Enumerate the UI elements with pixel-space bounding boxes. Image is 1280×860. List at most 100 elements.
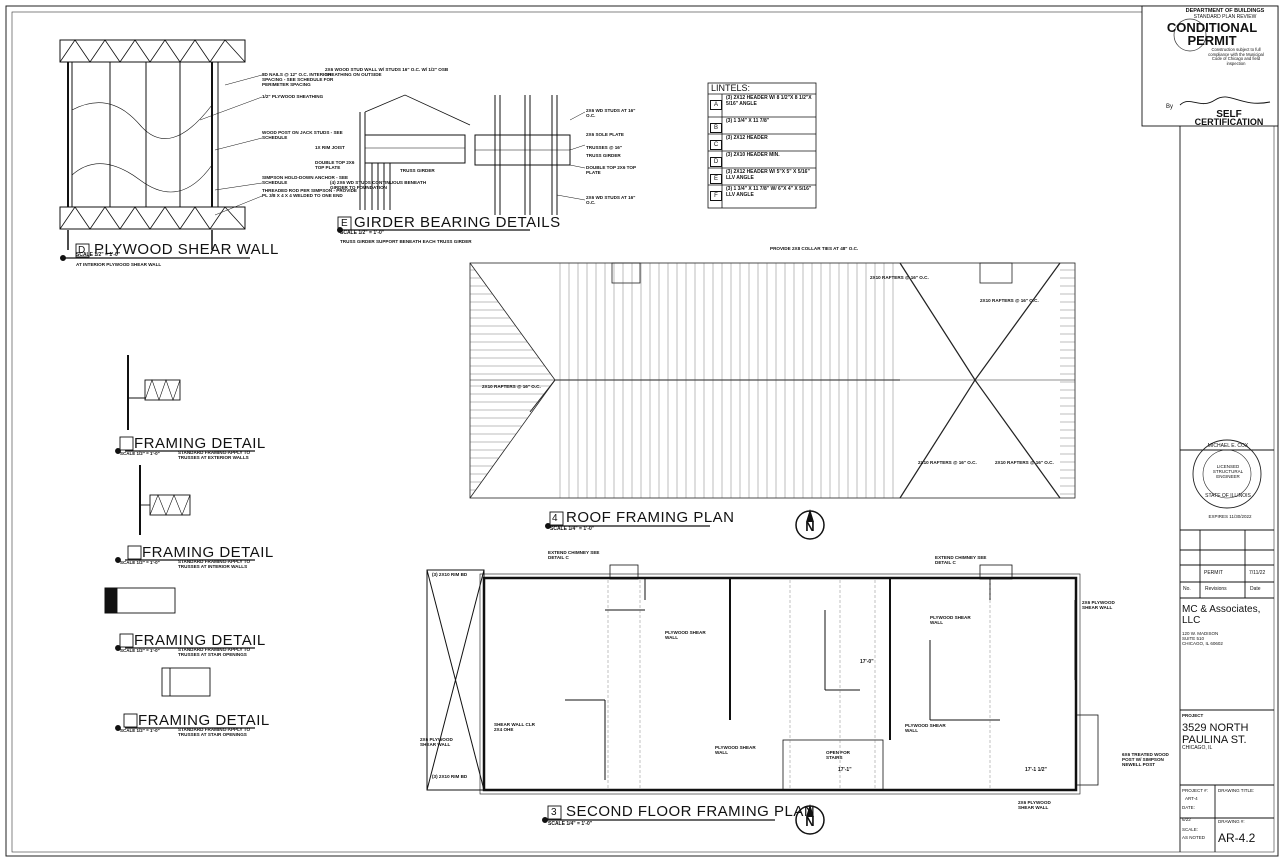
framing-detail-4-scale: SCALE 1/2" = 1'-0" [120, 728, 160, 733]
detail-e-note-7: 2X6 SOLE PLATE [586, 132, 624, 137]
stamp-conditional: CONDITIONAL [1166, 20, 1258, 35]
floor-label-post: 6X6 TREATED WOOD POST W/ SIMPSON NEWELL … [1122, 752, 1169, 768]
detail-e-subtitle: TRUSS GIRDER SUPPORT BENEATH EACH TRUSS … [340, 239, 472, 244]
drawing-number: AR-4.2 [1218, 831, 1256, 845]
detail-d-note-3: WOOD POST ON JACK STUDS - SEE SCHEDULE [262, 130, 343, 141]
floor-label-chimney-1: EXTEND CHIMNEY SEE DETAIL C [548, 550, 600, 561]
drawing-title-label: DRAWING TITLE: [1218, 788, 1255, 793]
sheet-border [5, 5, 1279, 857]
floor-joists [607, 580, 991, 788]
revision-row-date: 7/11/22 [1249, 570, 1266, 576]
floor-dim-2: 17'-1" [838, 767, 852, 773]
lintel-text-b: (3) 1 3/4" X 11 7/8" [726, 118, 770, 124]
second-floor-framing-plan [426, 511, 1099, 823]
floor-label-shear-7: 2X6 PLYWOOD SHEAR WALL [1082, 600, 1115, 611]
project-name: 3529 NORTH PAULINA ST. [1182, 722, 1249, 747]
floor-label-stairs: OPEN FOR STAIRS [826, 750, 850, 761]
detail-e-girder-bearing [337, 94, 586, 233]
title-block-frame [1141, 5, 1279, 852]
roof-label-3: 2X10 RAFTERS @ 16" O.C. [482, 384, 541, 389]
drawing-number-label: DRAWING #: [1218, 819, 1245, 824]
roof-plan-scale: SCALE 1/4" = 1'-0" [550, 526, 595, 532]
detail-e-note-5: (4) 2X6 WD STUDS CONTINUOUS BENEATH GIRD… [330, 180, 427, 191]
seal-expires: EXPIRES 11/30/2022 [1208, 514, 1252, 519]
framing-detail-1-scale: SCALE 1/2" = 1'-0" [120, 451, 160, 456]
detail-d-note-2: 1/2" PLYWOOD SHEATHING [262, 94, 324, 99]
inner-border [11, 11, 1275, 853]
lintel-key-d: D [710, 157, 722, 167]
floor-label-shear-4: PLYWOOD SHEAR WALL [905, 723, 946, 734]
svg-text:N: N [805, 519, 814, 534]
project-city: CHICAGO, IL [1182, 745, 1213, 751]
stamp-note: Construction subject to full compliance … [1208, 47, 1264, 66]
roof-plan-number: 4 [552, 513, 558, 524]
detail-e-note-9: TRUSS GIRDER [586, 153, 621, 158]
detail-d-note-4: SIMPSON HOLD-DOWN ANCHOR - SEE SCHEDULE [262, 175, 349, 186]
lintel-key-c: C [710, 140, 722, 150]
floor-dim-3: 17'-1 1/2" [1025, 767, 1047, 773]
detail-e-note-6: 2X6 WD STUDS AT 16" O.C. [586, 108, 636, 119]
detail-d-scale: SCALE 1/2" = 1'-0" [76, 252, 121, 258]
detail-d-note-1: 8D NAILS @ 12" O.C. INTERIOR SPACING - S… [262, 72, 334, 88]
signature [1179, 96, 1271, 106]
stamp-permit: PERMIT [1187, 33, 1237, 48]
firm-name: MC & Associates, LLC [1182, 604, 1261, 626]
project-number-label: PROJECT #: [1182, 788, 1208, 793]
lintel-key-f: F [710, 191, 722, 201]
floor-plan-number: 3 [551, 807, 557, 818]
floor-label-shear-1: PLYWOOD SHEAR WALL [665, 630, 706, 641]
lintel-text-f: (3) 1 3/4" X 11 7/8" W/ 6"X 4" X 5/16" L… [726, 186, 812, 198]
roof-label-6: PROVIDE 2X8 COLLAR TIES AT 48" O.C. [770, 246, 859, 251]
stamp-dept: DEPARTMENT OF BUILDINGS [1185, 8, 1265, 14]
roof-label-5: 2X10 RAFTERS @ 16" O.C. [995, 460, 1054, 465]
detail-e-title: GIRDER BEARING DETAILS [354, 214, 561, 231]
floor-label-shear-5: SHEAR WALL CLR 2X4 OHE [494, 722, 536, 733]
scale-value: AS NOTED [1182, 835, 1206, 840]
north-arrow-roof: N [795, 509, 825, 540]
detail-e-scale: SCALE 1/2" = 1'-0" [340, 230, 385, 236]
detail-e-note-2: 1X RIM JOIST [315, 145, 345, 150]
floor-label-shear-8: 2X6 PLYWOOD SHEAR WALL [1018, 800, 1051, 811]
floor-label-chimney-2: EXTEND CHIMNEY SEE DETAIL C [935, 555, 987, 566]
detail-d-plywood-shear-wall [59, 39, 263, 261]
floor-label-rim-1: (3) 2X10 RIM BD [432, 572, 468, 577]
floor-label-shear-3: PLYWOOD SHEAR WALL [715, 745, 756, 756]
framing-detail-2-title: FRAMING DETAIL [142, 544, 274, 561]
roof-framing-plan [469, 262, 1076, 499]
detail-e-note-10: DOUBLE TOP 2X6 TOP PLATE [586, 165, 636, 176]
detail-d-subtitle: AT INTERIOR PLYWOOD SHEAR WALL [76, 262, 162, 267]
detail-d-title: PLYWOOD SHEAR WALL [94, 241, 279, 258]
framing-detail-3-title: FRAMING DETAIL [134, 632, 266, 649]
framing-detail-2-scale: SCALE 1/2" = 1'-0" [120, 560, 160, 565]
framing-detail-2-sub: STANDARD FRAMING-APPLY TO TRUSSES AT INT… [178, 559, 251, 570]
roof-plan-title: ROOF FRAMING PLAN [566, 509, 735, 526]
engineer-seal [1192, 439, 1262, 509]
framing-detail-1-sub: STANDARD FRAMING-APPLY TO TRUSSES AT EXT… [178, 450, 251, 461]
permit-stamp-ring [1173, 18, 1207, 52]
roof-label-2: 2X10 RAFTERS @ 16" O.C. [980, 298, 1039, 303]
svg-text:N: N [805, 814, 814, 829]
seal-state: STATE OF ILLINOIS [1205, 493, 1251, 499]
seal-license: LICENSED STRUCTURAL ENGINEER [1212, 464, 1244, 479]
project-number: ART-4 [1185, 796, 1198, 801]
lintels-title: LINTELS: [711, 83, 751, 93]
detail-e-note-11: 2X6 WD STUDS AT 16" O.C. [586, 195, 636, 206]
framing-detail-sketches [104, 355, 255, 731]
date-value: 6/22 [1182, 817, 1191, 822]
lintel-text-a: (3) 2X12 HEADER W/ 8 1/2"X 8 1/2"X 5/16"… [726, 95, 812, 107]
detail-e-letter: E [341, 218, 348, 229]
framing-detail-4-sub: STANDARD FRAMING-APPLY TO TRUSSES AT STA… [178, 727, 251, 738]
stamp-review: STANDARD PLAN REVIEW [1193, 14, 1257, 20]
floor-plan-title: SECOND FLOOR FRAMING PLAN [566, 803, 816, 820]
floor-dim-1: 17'-0" [860, 659, 874, 665]
lintel-key-e: E [710, 174, 722, 184]
revision-hdr-no: No. [1183, 586, 1191, 592]
lintels-table-frame [707, 82, 817, 209]
framing-detail-3-sub: STANDARD FRAMING-APPLY TO TRUSSES AT STA… [178, 647, 251, 658]
detail-d-note-5: THREADED ROD PER SIMPSON - PROVIDE PL 3/… [262, 188, 357, 199]
framing-detail-4-title: FRAMING DETAIL [138, 712, 270, 729]
date-label: DATE: [1182, 805, 1195, 810]
floor-label-rim-2: (3) 2X10 RIM BD [432, 774, 468, 779]
detail-e-note-8: TRUSSES @ 16" [586, 145, 623, 150]
seal-name: MICHAEL E. COX [1207, 443, 1249, 449]
